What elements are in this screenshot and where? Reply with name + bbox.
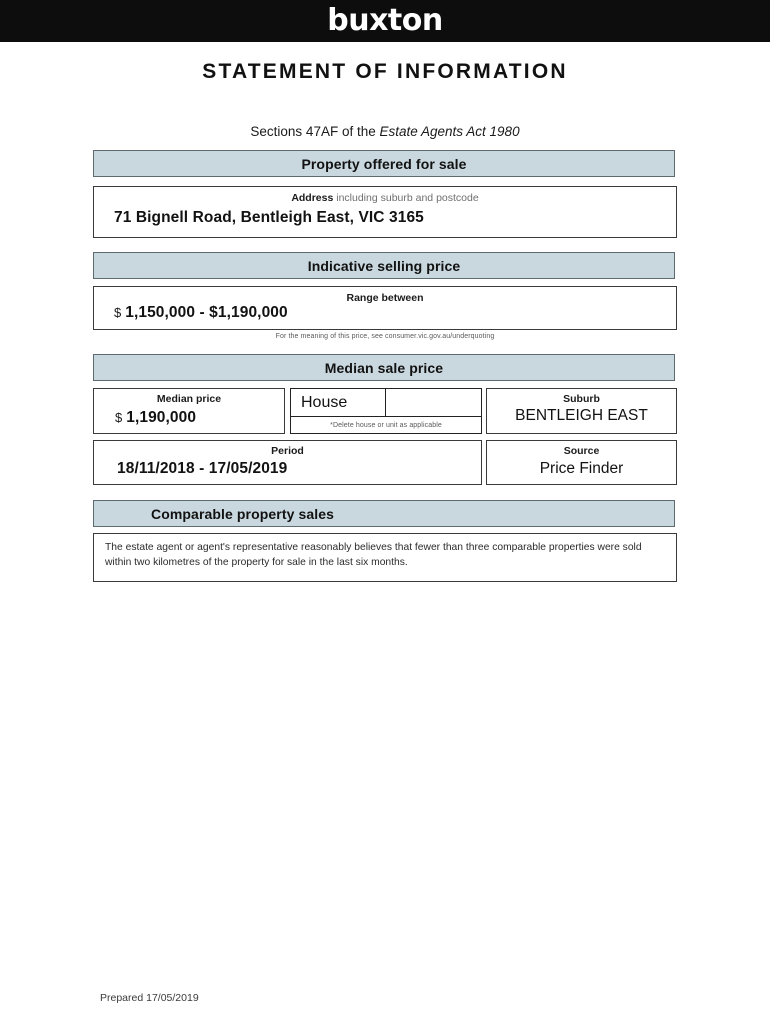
underquoting-note: For the meaning of this price, see consu… <box>275 333 495 340</box>
brand-header-bar: buxton <box>0 0 770 42</box>
property-type-row: House <box>290 388 482 417</box>
suburb-value: BENTLEIGH EAST <box>515 407 648 424</box>
comparable-sales-statement: The estate agent or agent's representati… <box>105 542 642 568</box>
address-caption: Address including suburb and postcode <box>94 192 676 205</box>
price-range-value-group: $ 1,150,000 - $1,190,000 <box>114 304 288 322</box>
comparable-sales-box: The estate agent or agent's representati… <box>93 533 677 582</box>
source-value: Price Finder <box>539 460 624 477</box>
property-type-value: House <box>291 389 386 416</box>
prepared-date: Prepared 17/05/2019 <box>100 992 199 1004</box>
median-price-caption: Median price <box>156 393 222 405</box>
section-header-indicative-selling-price: Indicative selling price <box>93 252 675 279</box>
currency-symbol-icon: $ <box>114 305 122 320</box>
document-subtitle: Sections 47AF of the Estate Agents Act 1… <box>0 124 770 139</box>
address-box: Address including suburb and postcode 71… <box>93 186 677 238</box>
section-header-comparable-property-sales: Comparable property sales <box>93 500 675 527</box>
subtitle-act-name: Estate Agents Act 1980 <box>379 124 520 139</box>
address-value: 71 Bignell Road, Bentleigh East, VIC 316… <box>114 209 424 226</box>
period-box: Period 18/11/2018 - 17/05/2019 <box>93 440 482 485</box>
currency-symbol-icon: $ <box>115 410 123 425</box>
property-type-note-row: *Delete house or unit as applicable <box>290 417 482 434</box>
suburb-box: Suburb BENTLEIGH EAST <box>486 388 677 434</box>
property-type-blank-cell <box>386 389 481 416</box>
range-between-caption: Range between <box>346 292 424 304</box>
section-header-property-offered-for-sale: Property offered for sale <box>93 150 675 177</box>
median-price-value-group: $ 1,190,000 <box>115 409 196 427</box>
property-type-note: *Delete house or unit as applicable <box>330 421 442 429</box>
indicative-price-box: Range between $ 1,150,000 - $1,190,000 <box>93 286 677 330</box>
period-caption: Period <box>271 445 304 457</box>
subtitle-prefix: Sections 47AF of the <box>250 124 380 139</box>
suburb-caption: Suburb <box>563 393 600 405</box>
buxton-logo: buxton <box>327 3 443 38</box>
period-value: 18/11/2018 - 17/05/2019 <box>117 460 288 477</box>
address-caption-light: including suburb and postcode <box>333 192 479 204</box>
address-caption-bold: Address <box>291 192 334 204</box>
source-caption: Source <box>563 445 600 457</box>
property-type-group: House *Delete house or unit as applicabl… <box>290 388 482 434</box>
price-range-value: 1,150,000 - $1,190,000 <box>125 304 288 321</box>
source-box: Source Price Finder <box>486 440 677 485</box>
median-price-box: Median price $ 1,190,000 <box>93 388 285 434</box>
section-header-median-sale-price: Median sale price <box>93 354 675 381</box>
median-price-value: 1,190,000 <box>126 409 197 426</box>
page-title: STATEMENT OF INFORMATION <box>202 60 568 83</box>
